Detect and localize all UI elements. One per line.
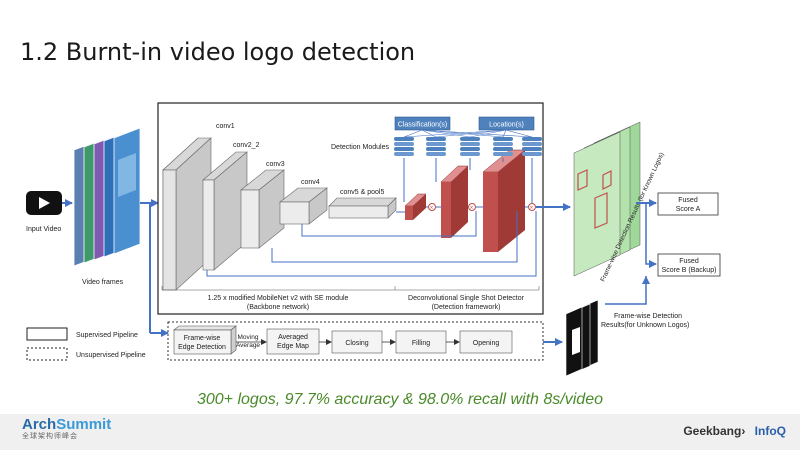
layer-label-conv5: conv5 & pool5: [340, 189, 384, 196]
logo-geekbang: Geekbang›: [683, 424, 746, 438]
filling-label: Filling: [412, 340, 430, 347]
legend-supervised-swatch: [26, 327, 68, 341]
svg-text:×: ×: [430, 206, 434, 212]
detector-label: Deconvolutional Single Shot Detector: [408, 295, 525, 302]
fused-score-a-line1: Fused: [678, 197, 698, 204]
fused-score-b-line1: Fused: [679, 258, 699, 265]
unknown-results-line2: Results(for Unknown Logos): [601, 322, 689, 329]
deconv-block-large: [482, 149, 526, 252]
logo-infoq: InfoQ: [754, 424, 786, 438]
detection-module-2: [426, 137, 446, 156]
slide-title: 1.2 Burnt-in video logo detection: [20, 38, 416, 66]
unknown-results-line1: Frame-wise Detection: [614, 313, 682, 320]
combine-node-2: ×: [468, 203, 476, 212]
logo-summit: Summit: [56, 416, 112, 433]
detector-sublabel: (Detection framework): [432, 304, 501, 311]
video-frames-stack: [73, 127, 141, 267]
archsummit-logo: ArchSummit 全球架构师峰会: [22, 416, 111, 441]
backbone-sublabel: (Backbone network): [247, 304, 309, 311]
moving-average-line1: Moving: [238, 334, 259, 341]
fused-score-a-box: [657, 192, 719, 216]
unsupervised-pipeline-box: [167, 321, 544, 361]
detection-module-4: [493, 137, 513, 156]
layer-label-conv2: conv2_2: [233, 142, 260, 149]
deconv-block-small: [404, 193, 427, 220]
opening-box: [459, 330, 513, 354]
deconv-block-medium: [440, 165, 469, 238]
legend-unsupervised-label: Unsupervised Pipeline: [76, 352, 146, 359]
video-frames-label: Video frames: [82, 279, 124, 286]
fused-score-b-box: [657, 253, 721, 277]
play-icon: [26, 191, 62, 215]
fused-score-b-line2: Score B (Backup): [662, 267, 717, 274]
svg-text:×: ×: [470, 206, 474, 212]
conv5-block: [328, 197, 397, 219]
combine-node-3: ×: [528, 203, 536, 212]
edge-detection-step: [173, 325, 237, 355]
closing-label: Closing: [345, 340, 368, 347]
fused-score-a-line2: Score A: [676, 206, 701, 213]
location-label: Location(s): [489, 122, 524, 129]
conv4-block: [279, 187, 328, 225]
layer-label-conv4: conv4: [301, 179, 320, 186]
averaged-edge-map-box: [266, 328, 320, 355]
legend-unsupervised-swatch: [26, 347, 68, 361]
detection-module-5: [522, 137, 542, 156]
layer-label-conv1: conv1: [216, 123, 235, 130]
logo-arch: Arch: [22, 416, 57, 433]
conv3-block: [240, 169, 285, 249]
detection-module-1: [394, 137, 414, 156]
moving-average-line2: Average: [236, 342, 260, 349]
classification-label: Classification(s): [398, 122, 447, 129]
conv1-block: [162, 137, 212, 291]
averaged-edge-map-line1: Averaged: [278, 334, 308, 341]
detection-modules-label: Detection Modules: [331, 144, 389, 151]
module-fan-lines: [403, 129, 533, 138]
footer: ArchSummit 全球架构师峰会 Geekbang› InfoQ: [0, 414, 800, 450]
unknown-results-maps: [565, 299, 599, 377]
svg-text:×: ×: [530, 206, 534, 212]
edge-detection-line2: Edge Detection: [178, 344, 226, 351]
layer-label-conv3: conv3: [266, 161, 285, 168]
averaged-edge-map-line2: Edge Map: [277, 343, 309, 350]
results-caption: 300+ logos, 97.7% accuracy & 98.0% recal…: [196, 391, 603, 408]
edge-detection-line1: Frame-wise: [184, 335, 221, 342]
geekbang-infoq-logo: Geekbang› InfoQ: [683, 424, 786, 438]
opening-label: Opening: [473, 340, 500, 347]
input-video-label: Input Video: [26, 226, 61, 233]
backbone-label: 1.25 x modified MobileNet v2 with SE mod…: [208, 295, 349, 302]
detection-module-3: [460, 137, 480, 156]
combine-node-1: ×: [428, 203, 436, 212]
logo-subtitle: 全球架构师峰会: [22, 433, 78, 440]
known-results-maps: [573, 121, 641, 277]
legend-supervised-label: Supervised Pipeline: [76, 332, 138, 339]
